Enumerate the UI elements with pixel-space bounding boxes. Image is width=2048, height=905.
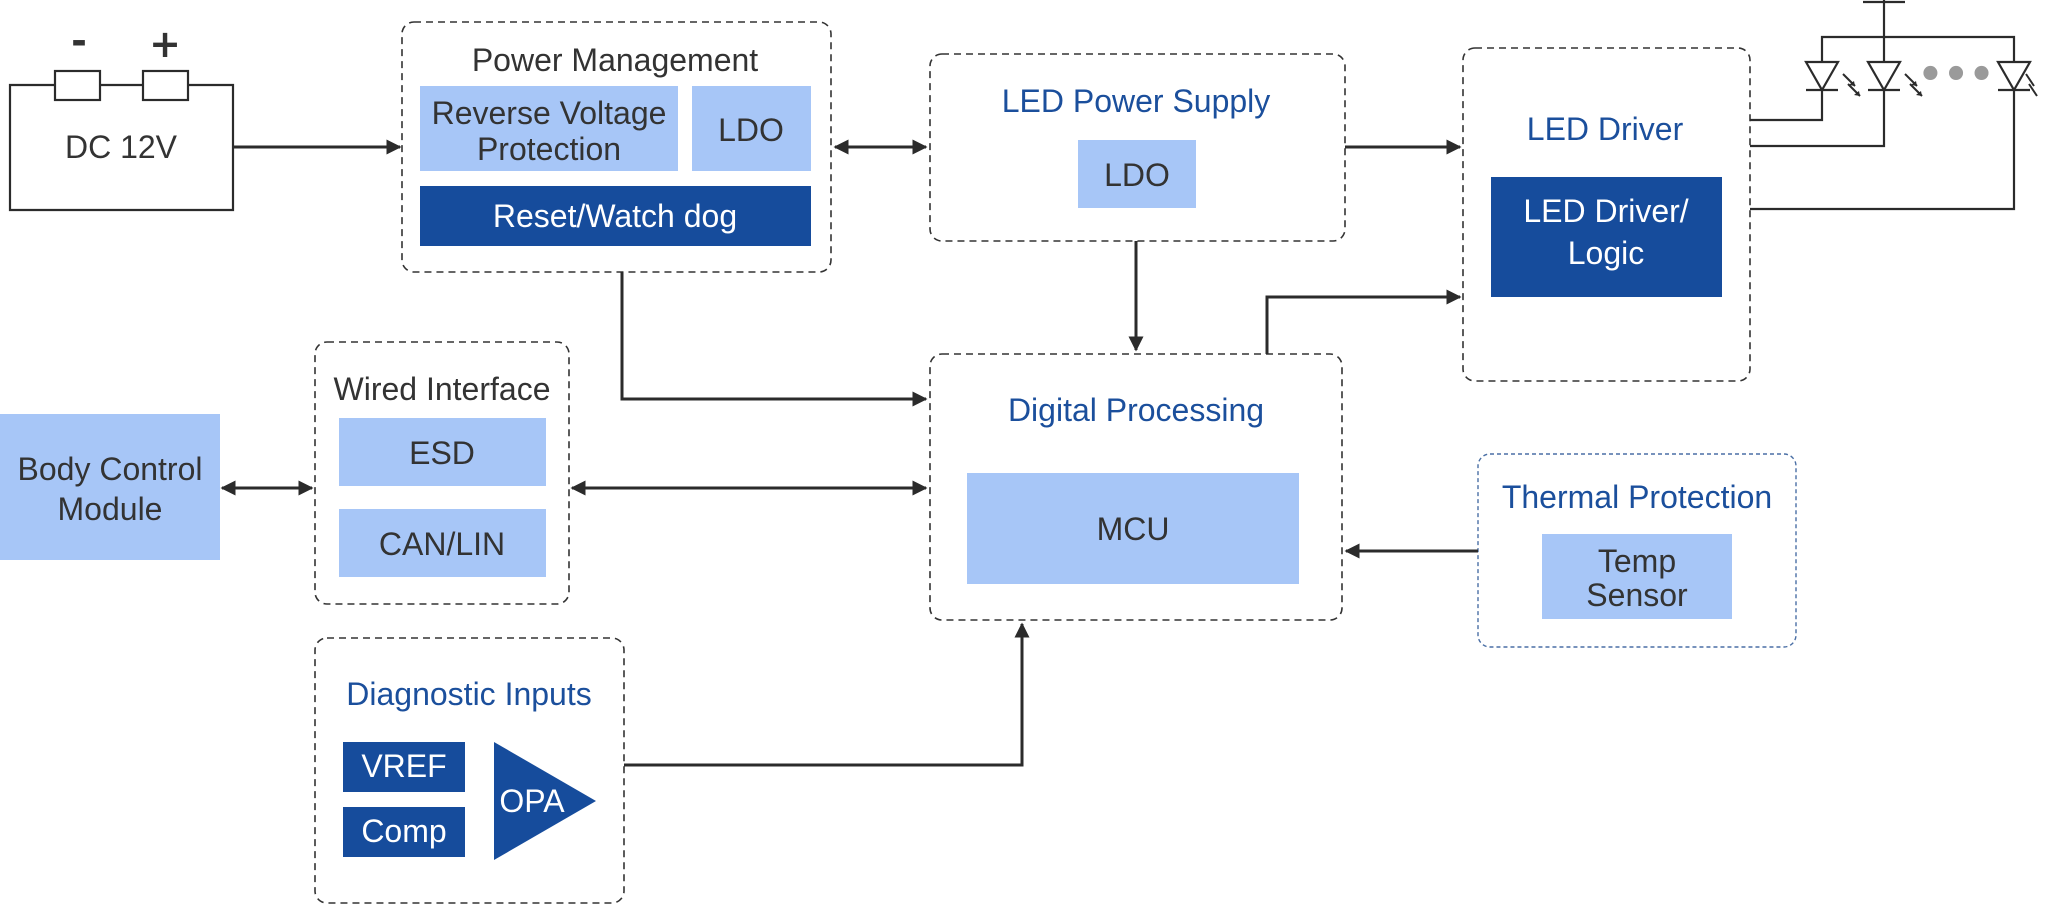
pm-ldo-label: LDO [718, 112, 784, 148]
mcu-label: MCU [1097, 511, 1170, 547]
led-driver-group: LED Driver LED Driver/ Logic [1462, 47, 1751, 382]
fuse-left-icon [53, 69, 102, 102]
comp-label: Comp [361, 813, 446, 849]
power-management-title: Power Management [472, 42, 758, 78]
led-power-supply-title: LED Power Supply [1002, 83, 1271, 119]
arrow-diagnostic-to-digital-processing [624, 622, 1030, 767]
power-management-group: Power Management Reverse Voltage Protect… [401, 21, 832, 273]
connections [220, 139, 1478, 767]
comp-block [343, 807, 465, 857]
diagnostic-inputs-title: Diagnostic Inputs [346, 676, 591, 712]
led-driver-logic-block [1491, 177, 1722, 297]
led-n-icon [1996, 60, 2038, 97]
led-driver-title: LED Driver [1527, 111, 1684, 147]
reverse-voltage-protection-block [420, 86, 678, 171]
body-control-module: Body Control Module [0, 414, 220, 560]
digital-processing-title: Digital Processing [1008, 392, 1264, 428]
led-ps-ldo-label: LDO [1104, 157, 1170, 193]
digital-processing-group: Digital Processing MCU [929, 353, 1343, 621]
can-lin-label: CAN/LIN [379, 526, 505, 562]
thermal-protection-group: Thermal Protection Temp Sensor [1477, 453, 1797, 648]
wired-interface-group: Wired Interface ESD CAN/LIN [314, 341, 570, 605]
reset-watchdog-label: Reset/Watch dog [493, 198, 737, 234]
led-string: ••• [1750, 0, 2038, 211]
temp-sensor-block [1542, 534, 1732, 619]
minus-sign: - [71, 19, 87, 63]
esd-label: ESD [409, 435, 475, 471]
reset-watchdog-block [420, 186, 811, 246]
vref-block [343, 742, 465, 792]
arrow-digital-processing-to-led-driver [1265, 289, 1462, 354]
wired-interface-title: Wired Interface [334, 371, 551, 407]
diagnostic-inputs-group: Diagnostic Inputs VREF Comp OPA [314, 637, 625, 904]
led-ellipsis: ••• [1918, 52, 1995, 98]
vref-label: VREF [361, 748, 446, 784]
body-control-line1: Body Control [18, 451, 203, 487]
can-lin-block [339, 509, 546, 577]
dc-power-source: - + DC 12V [8, 19, 235, 212]
arrow-power-management-to-digital-processing [620, 272, 928, 407]
led-power-supply-group: LED Power Supply LDO [929, 53, 1346, 242]
plus-sign: + [149, 22, 181, 66]
fuse-right-icon [141, 69, 190, 102]
dc-voltage-label: DC 12V [65, 129, 178, 165]
body-control-line2: Module [58, 491, 163, 527]
opa-amplifier-icon [494, 742, 596, 860]
opa-label: OPA [499, 783, 565, 819]
pm-ldo-block [692, 86, 811, 171]
esd-block [339, 418, 546, 486]
led-driver-logic-line1: LED Driver/ [1523, 193, 1688, 229]
led-2-icon [1866, 60, 1923, 97]
reverse-voltage-label-line1: Reverse Voltage [432, 95, 667, 131]
reverse-voltage-label-line2: Protection [477, 131, 621, 167]
temp-sensor-line1: Temp [1598, 543, 1676, 579]
led-driver-logic-line2: Logic [1568, 235, 1645, 271]
thermal-protection-title: Thermal Protection [1502, 479, 1772, 515]
temp-sensor-line2: Sensor [1586, 577, 1688, 613]
led-1-icon [1804, 60, 1861, 97]
led-ps-ldo-block [1078, 140, 1196, 208]
mcu-block [967, 473, 1299, 584]
